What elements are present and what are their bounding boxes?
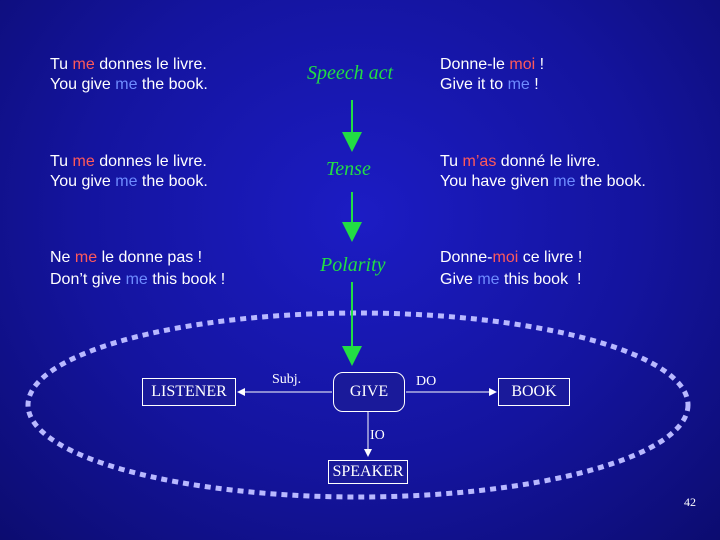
text-segment: Tu [50,153,73,170]
text-segment: You have given [440,173,554,190]
text-segment: donnes le livre. [94,56,207,73]
row2-left-line1: Tu me donnes le livre. [50,152,207,172]
row3-left-line2: Don’t give me this book ! [50,270,225,290]
node-speaker: SPEAKER [328,460,408,484]
row3-right-line2: Give me this book ! [440,270,581,290]
row3-right-line1: Donne-moi ce livre ! [440,248,582,268]
label-io: IO [370,428,385,443]
text-segment: You give [50,76,116,93]
pronoun-blue: me [553,173,576,190]
row2-right-line1: Tu m’as donné le livre. [440,152,600,172]
pronoun-blue: me [477,271,500,288]
pronoun-red: me [74,249,98,266]
text-segment: this book ! [499,271,582,288]
text-segment: ! [535,56,545,73]
text-segment: le donne pas ! [97,249,203,266]
pronoun-red: me [72,153,95,170]
stage-polarity: Polarity [320,254,386,276]
text-segment: Give [440,271,478,288]
text-segment: Donne-le [440,56,510,73]
pronoun-blue: me [507,76,530,93]
node-book: BOOK [498,378,570,406]
text-segment: Give it to [440,76,508,93]
page-number: 42 [684,495,696,509]
text-segment: donnes le livre. [94,153,207,170]
row2-right-line2: You have given me the book. [440,172,646,192]
pronoun-blue: me [115,76,138,93]
text-segment: Don’t give [50,271,126,288]
text-segment: You give [50,173,116,190]
text-segment: ! [529,76,539,93]
text-segment: Tu [50,56,73,73]
text-segment: Donne- [440,249,493,266]
row1-right-line1: Donne-le moi ! [440,55,544,75]
pronoun-blue: me [115,173,138,190]
text-segment: the book. [137,76,208,93]
node-give: GIVE [333,372,405,412]
row1-right-line2: Give it to me ! [440,75,539,95]
label-subj: Subj. [272,372,302,387]
row2-left-line2: You give me the book. [50,172,208,192]
text-segment: Tu [440,153,463,170]
text-segment: the book. [575,173,646,190]
row1-left-line2: You give me the book. [50,75,208,95]
text-segment: the book. [137,173,208,190]
pronoun-red: moi [509,56,536,73]
text-segment: this book ! [147,271,226,288]
stage-tense: Tense [326,158,371,180]
pronoun-red: me [72,56,95,73]
text-segment: donné le livre. [496,153,601,170]
pronoun-red: moi [492,249,519,266]
text-segment: ce livre ! [518,249,583,266]
stage-speech-act: Speech act [307,62,394,84]
row1-left-line1: Tu me donnes le livre. [50,55,207,75]
pronoun-red: m’as [462,153,497,170]
row3-left-line1: Ne me le donne pas ! [50,248,202,268]
node-listener: LISTENER [142,378,236,406]
text-segment: Ne [50,249,75,266]
pronoun-blue: me [125,271,148,288]
label-do: DO [416,374,437,389]
